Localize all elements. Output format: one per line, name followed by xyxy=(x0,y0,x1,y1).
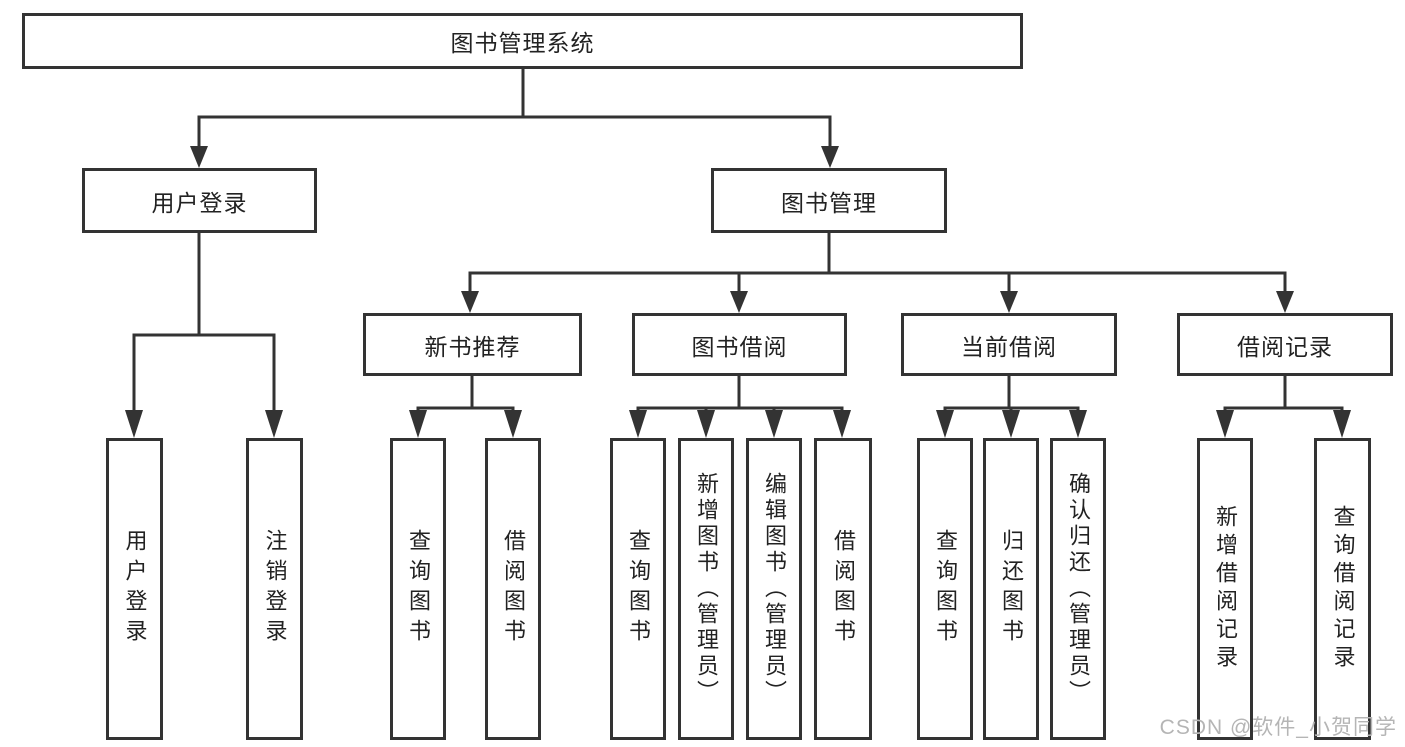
leaf-add-borrow-record: 新增借阅记录 xyxy=(1197,438,1253,740)
leaf-add-books-admin: 新增图书（管理员） xyxy=(678,438,734,740)
leaf-return-books: 归还图书 xyxy=(983,438,1039,740)
node-book-borrowing: 图书借阅 xyxy=(632,313,847,376)
root-node-library-management-system: 图书管理系统 xyxy=(22,13,1023,69)
leaf-edit-books-admin: 编辑图书（管理员） xyxy=(746,438,802,740)
leaf-logout: 注销登录 xyxy=(246,438,303,740)
leaf-query-borrow-record: 查询借阅记录 xyxy=(1314,438,1371,740)
leaf-confirm-return-admin: 确认归还（管理员） xyxy=(1050,438,1106,740)
node-current-borrowing: 当前借阅 xyxy=(901,313,1117,376)
leaf-user-login: 用户登录 xyxy=(106,438,163,740)
leaf-query-books-borrowing: 查询图书 xyxy=(610,438,666,740)
node-user-login: 用户登录 xyxy=(82,168,317,233)
leaf-borrow-books-recommend: 借阅图书 xyxy=(485,438,541,740)
leaf-borrow-books-borrowing: 借阅图书 xyxy=(814,438,872,740)
watermark: CSDN @软件_小贺同学 xyxy=(1159,716,1397,739)
node-borrowing-records: 借阅记录 xyxy=(1177,313,1393,376)
leaf-query-books-recommend: 查询图书 xyxy=(390,438,446,740)
leaf-query-books-current: 查询图书 xyxy=(917,438,973,740)
node-book-management: 图书管理 xyxy=(711,168,947,233)
node-new-book-recommend: 新书推荐 xyxy=(363,313,582,376)
